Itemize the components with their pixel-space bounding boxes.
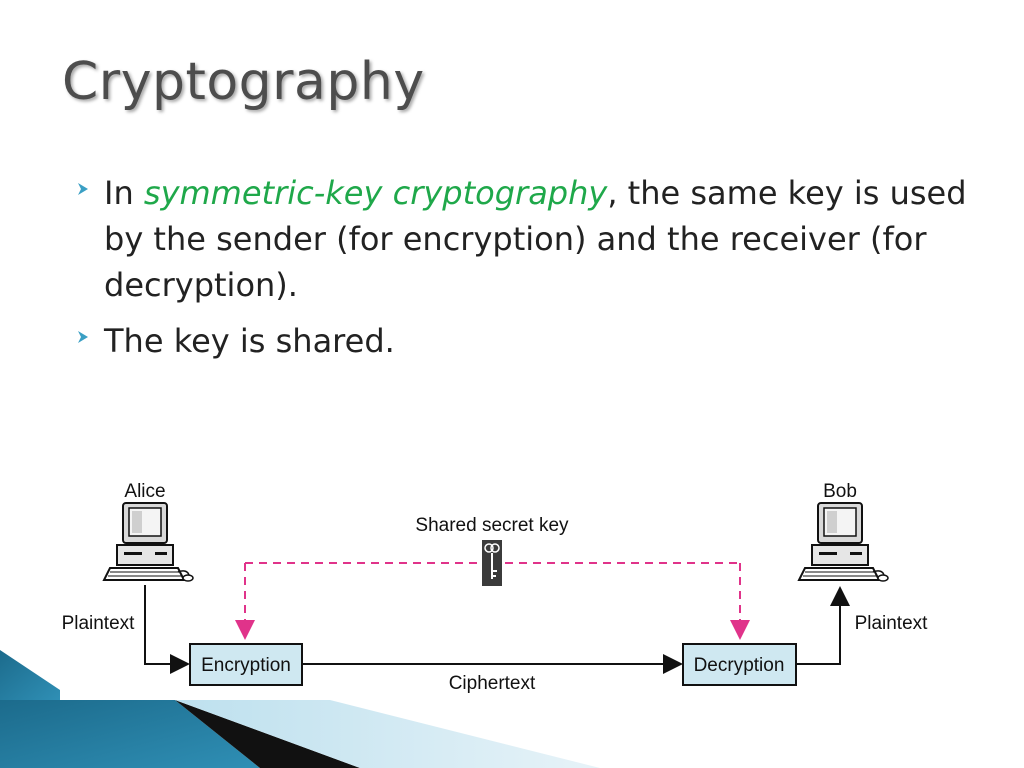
plaintext-right-label: Plaintext <box>855 613 929 634</box>
bob-computer-icon <box>797 502 889 582</box>
alice-computer-icon <box>102 502 194 582</box>
bullet-item: The key is shared. <box>76 318 976 364</box>
bullet-arrow-icon <box>78 183 88 195</box>
decorative-corner <box>0 650 600 768</box>
encryption-label: Encryption <box>201 655 291 676</box>
page-title: Cryptography <box>62 52 425 112</box>
bullet-list: In symmetric-key cryptography, the same … <box>76 170 976 374</box>
decryption-box <box>682 643 797 686</box>
decryption-label: Decryption <box>694 655 785 676</box>
ciphertext-label: Ciphertext <box>449 673 536 694</box>
flow-arrows <box>144 585 850 674</box>
alice-label: Alice <box>124 481 165 502</box>
bullet-item: In symmetric-key cryptography, the same … <box>76 170 976 308</box>
plaintext-left-label: Plaintext <box>62 613 136 634</box>
bob-label: Bob <box>823 481 857 502</box>
key-icon <box>482 540 502 586</box>
shared-key-label: Shared secret key <box>415 515 569 536</box>
highlight-term: symmetric-key cryptography <box>143 174 608 212</box>
encryption-box <box>189 643 303 686</box>
bullet-suffix: , the same key is used by the sender (fo… <box>104 174 967 304</box>
bullet-prefix: In <box>104 174 144 212</box>
bullet-text: The key is shared. <box>104 322 395 360</box>
bullet-text: In symmetric-key cryptography, the same … <box>104 170 976 308</box>
shared-key-path <box>235 562 750 640</box>
bullet-arrow-icon <box>78 331 88 343</box>
